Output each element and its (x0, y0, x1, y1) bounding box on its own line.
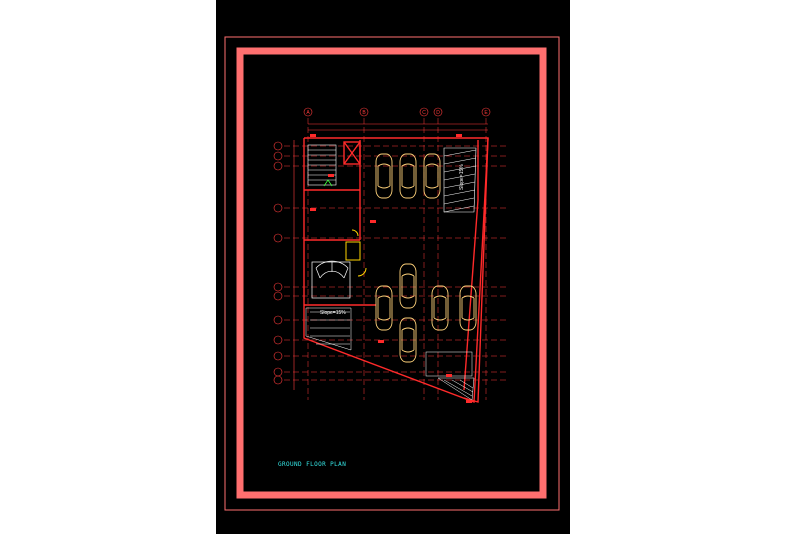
stair-top-left (307, 144, 337, 186)
grid-bubble-row (273, 335, 283, 345)
ramp-label-top: Slope=15% (459, 164, 465, 190)
grid-bubble-col (481, 107, 491, 117)
grid-bubble-row (273, 315, 283, 325)
grid-label-col: E (484, 110, 488, 116)
parked-car (399, 153, 417, 199)
ramp-label-bottom: Slope=15% (320, 310, 346, 316)
grid-bubble-row (273, 375, 283, 385)
drawing-sheet: A B C D E (216, 0, 570, 534)
grid-bubble-row (273, 233, 283, 243)
parked-car (399, 317, 417, 363)
grid-bubble-row (273, 291, 283, 301)
drawing-title: GROUND FLOOR PLAN (278, 461, 347, 468)
grid-label-col: B (362, 110, 366, 116)
grid-label-col: D (436, 110, 440, 116)
cars-layer (375, 153, 477, 363)
parked-car (423, 153, 441, 199)
grid-bubble-row (273, 161, 283, 171)
grid-bubble-col (303, 107, 313, 117)
building-walls (303, 137, 489, 403)
grid-label-col: A (306, 110, 310, 116)
ramp-bottom-right (425, 351, 475, 401)
elevator (345, 229, 367, 277)
grid-bubble-col (419, 107, 429, 117)
grid-bubble-row (273, 351, 283, 361)
grid-layer: A B C D E (273, 107, 506, 400)
grid-bubble-row (273, 203, 283, 213)
room-tags (310, 134, 472, 403)
parked-car (399, 263, 417, 309)
grid-bubble-row (273, 141, 283, 151)
grid-label-col: C (422, 110, 426, 116)
parked-car (459, 285, 477, 331)
grid-bubble-row (273, 367, 283, 377)
door-symbol (323, 179, 333, 187)
grid-bubble-row (273, 151, 283, 161)
outer-border-thin (224, 36, 560, 511)
spiral-stair (311, 260, 351, 299)
parked-car (431, 285, 449, 331)
parked-car (375, 285, 393, 331)
grid-bubble-col (359, 107, 369, 117)
parked-car (375, 153, 393, 199)
ramp-top (443, 147, 477, 213)
outer-border-thick (236, 47, 547, 499)
grid-bubble-row (273, 282, 283, 292)
floor-plan-canvas: A B C D E (224, 36, 560, 511)
ramp-bottom-left (305, 307, 352, 351)
grid-bubble-col (433, 107, 443, 117)
